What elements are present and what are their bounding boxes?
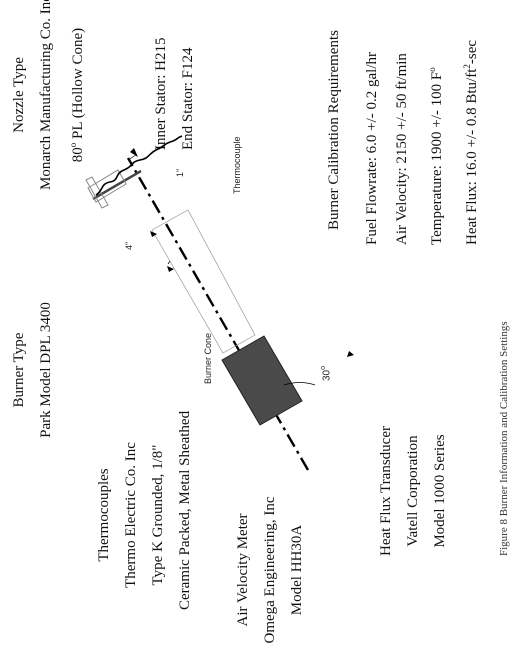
angle-label: 30o bbox=[320, 366, 332, 381]
figure-caption: Figure 8 Burner Information and Calibrat… bbox=[498, 321, 510, 556]
dim-1-arrow bbox=[130, 148, 138, 157]
thermocouple-lead bbox=[95, 135, 183, 196]
thermocouple-housing bbox=[87, 169, 127, 203]
angle-degree: o bbox=[320, 365, 327, 370]
burner-centerline bbox=[126, 157, 310, 471]
angle-arrow bbox=[347, 351, 354, 357]
thermocouple-probe bbox=[92, 169, 142, 201]
angle-value: 30 bbox=[321, 369, 333, 381]
thermocouple-collar bbox=[85, 176, 109, 209]
dim-1-ticks-a bbox=[127, 154, 137, 161]
dim-4-arrow-left bbox=[167, 266, 174, 272]
angle-arc bbox=[283, 382, 316, 386]
dim-1-label: 1" bbox=[175, 168, 185, 177]
burner-cone-outline bbox=[151, 209, 256, 354]
thermocouple-label: Thermocouple bbox=[232, 136, 242, 194]
dim-4-extension bbox=[167, 260, 171, 265]
dim-4-label: 4" bbox=[124, 241, 134, 250]
burner-body bbox=[221, 335, 303, 426]
dim-4-arrow-right bbox=[150, 231, 157, 237]
burner-cone-label: Burner Cone bbox=[203, 332, 213, 384]
